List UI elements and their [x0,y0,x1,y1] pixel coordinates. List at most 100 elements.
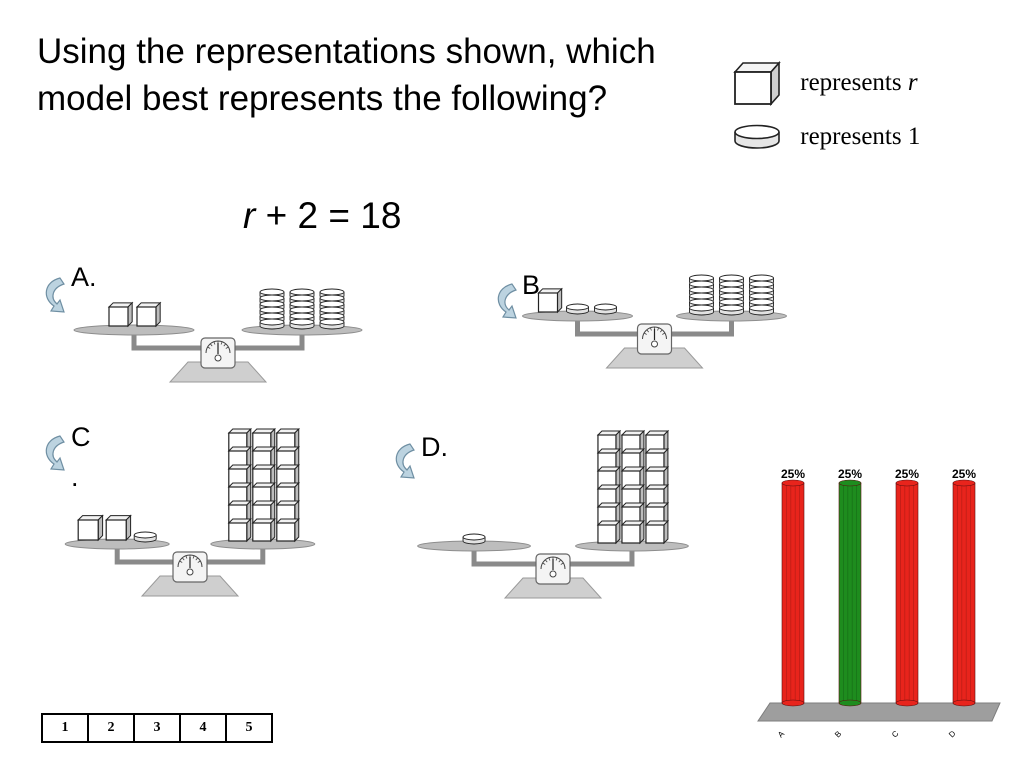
cube-icon [227,463,252,489]
cube-icon [644,483,670,509]
disc-icon [689,304,714,316]
scale-dial-icon [636,323,673,355]
disc-icon [133,531,157,543]
pager-item-4[interactable]: 4 [179,713,227,743]
cube-icon [644,447,670,473]
bar-bottom [895,699,919,707]
bar-top [838,479,862,487]
choice-c-arrow-icon[interactable] [40,430,70,476]
pager: 1 2 3 4 5 [41,713,273,743]
equation: r + 2 = 18 [243,193,401,239]
bar-body [838,482,862,704]
disc-stack [689,274,714,316]
legend-cube-var: r [907,69,918,96]
cube-icon [251,517,276,543]
cube-tower [620,429,646,545]
cube-icon [596,465,622,491]
pager-item-5[interactable]: 5 [225,713,273,743]
bar-body [895,482,919,704]
bar-body [781,482,805,704]
equation-rest: + 2 = 18 [255,195,402,236]
choice-b-balance-scale [522,274,787,369]
cube-tower [251,427,276,543]
disc-icon [594,303,617,315]
bar-value-label: 25% [781,467,805,481]
x-tick-label: B [833,729,843,739]
left-pan [73,324,195,336]
scale-dial-icon [172,551,208,583]
cube-icon [596,519,622,545]
bar-value-label: 25% [952,467,976,481]
disc-icon [259,318,285,330]
choice-d-balance-scale [417,429,689,599]
bar-top [895,479,919,487]
cube-icon [135,301,162,328]
choice-d-label: D. [421,432,448,462]
cube-icon [537,287,563,314]
choice-c-label: C [71,422,91,452]
bar-a [781,479,805,707]
disc-icon [566,303,589,315]
choice-c-label-extra: . [71,462,79,492]
legend-cube-text: represents [800,69,902,96]
choice-a-arrow-icon[interactable] [40,272,70,318]
bar-d [952,479,976,707]
cube-icon [596,447,622,473]
cube-icon [596,501,622,527]
bar-bottom [838,699,862,707]
cube-icon [644,519,670,545]
x-tick-label: D [947,729,958,740]
cube-icon [275,517,300,543]
legend-disc-text: represents 1 [800,123,921,151]
bar-b [838,479,862,707]
scale-dial-icon [535,553,571,585]
choice-a-label: A. [71,262,97,292]
disc-stack [289,288,315,330]
disc-icon [749,304,774,316]
disc-stack [749,274,774,316]
cube-icon [644,429,670,455]
chart-floor [757,702,1001,722]
cube-icon [227,481,252,507]
question-text: Using the representations shown, which m… [37,32,656,118]
cube-icon [620,519,646,545]
pager-item-2[interactable]: 2 [87,713,135,743]
cube-icon [733,60,781,107]
cube-icon [251,481,276,507]
x-tick-label: A [776,729,787,740]
cube-icon [620,465,646,491]
cube-icon [227,499,252,525]
choice-a-balance-scale [73,288,363,383]
equation-variable: r [243,195,256,236]
disc-stack [719,274,744,316]
cube-icon [596,429,622,455]
scale-dial-icon [200,337,236,369]
disc-icon [734,124,780,150]
x-tick-label: C [890,729,901,740]
cube-icon [644,501,670,527]
disc-icon [319,318,345,330]
bar-bottom [952,699,976,707]
disc-icon [719,304,744,316]
cube-tower [227,427,252,543]
disc-stack [259,288,285,330]
bar-top [781,479,805,487]
choice-d-arrow-icon[interactable] [390,438,420,484]
pager-item-1[interactable]: 1 [41,713,89,743]
bar-top [952,479,976,487]
disc-icon [289,318,315,330]
disc-icon [462,533,486,545]
pager-item-3[interactable]: 3 [133,713,181,743]
bar-value-label: 25% [895,467,919,481]
bar-value-label: 25% [838,467,862,481]
cube-tower [275,427,300,543]
bar-c [895,479,919,707]
legend-disc-row: represents 1 [732,122,920,151]
cube-icon [76,514,104,542]
cube-icon [275,427,300,453]
disc-stack [319,288,345,330]
choice-c-balance-scale [64,427,316,597]
choice-b-arrow-icon[interactable] [492,278,522,324]
cube-icon [104,514,132,542]
cube-icon [275,463,300,489]
